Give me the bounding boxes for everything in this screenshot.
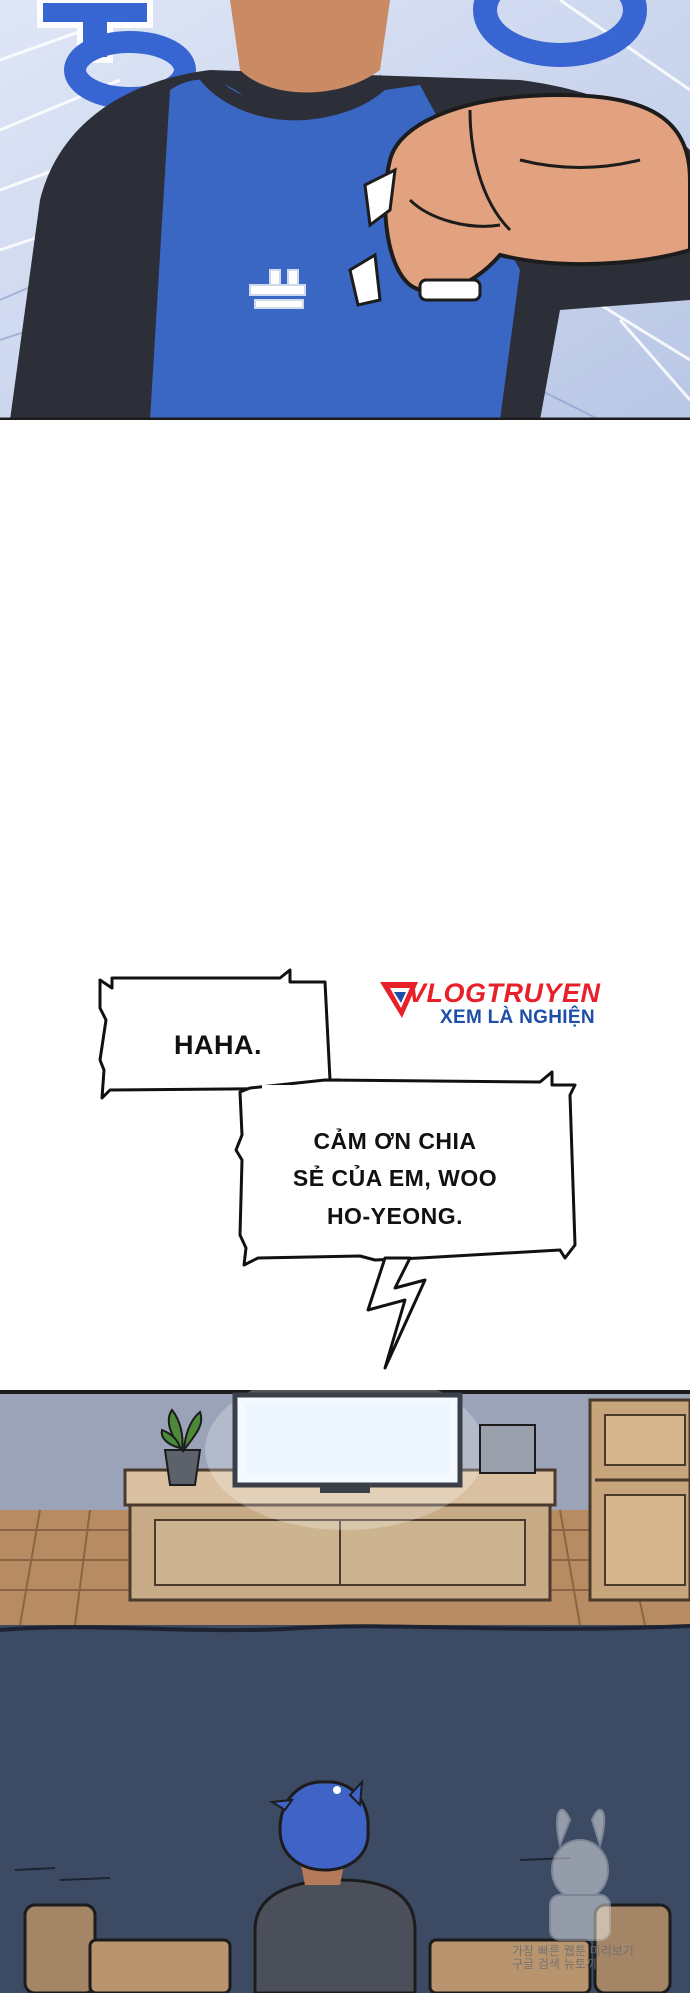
bubble-text-line-2: SẺ CỦA EM, WOO <box>292 1165 498 1191</box>
living-room-illustration <box>0 1390 690 1993</box>
watermark-line-1: 가장 빠른 웹툰 미리보기 <box>512 1944 634 1958</box>
speech-bubbles-outline <box>98 968 577 1370</box>
bubble-text-line-3: HO-YEONG. <box>326 1203 464 1229</box>
vlogtruyen-logo-icon <box>380 982 418 1018</box>
athlete-illustration <box>0 0 690 420</box>
top-panel <box>0 0 690 420</box>
watermark: 가장 빠른 웹툰 미리보기 구글 검색 뉴토끼 <box>512 1945 690 1971</box>
bubble-text-line-1: CẢM ƠN CHIA <box>313 1128 477 1154</box>
bubble-text-haha: HAHA. <box>174 1030 262 1060</box>
logo-title: VLOGTRUYEN <box>408 978 601 1008</box>
logo-subtitle: XEM LÀ NGHIỆN <box>440 1007 595 1028</box>
living-room-panel <box>0 1390 690 1993</box>
watermark-line-2: 구글 검색 뉴토끼 <box>512 1957 597 1971</box>
